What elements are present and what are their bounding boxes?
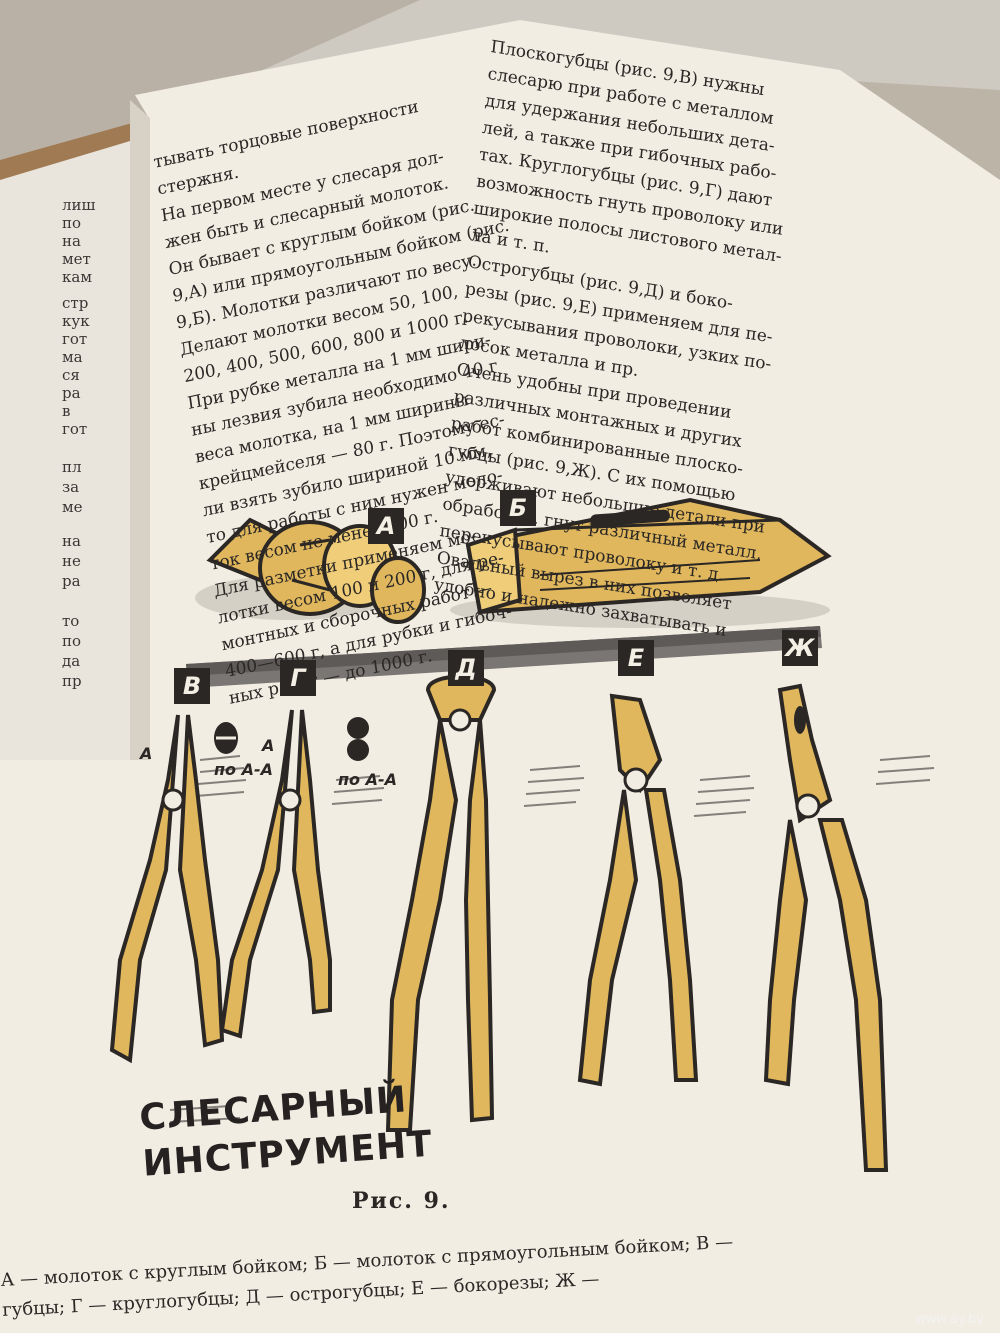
watermark: www.ay.by bbox=[915, 1312, 984, 1327]
hammer-round-head bbox=[195, 517, 426, 624]
fragment-line: кук bbox=[62, 312, 90, 330]
pliers-flat-nose bbox=[109, 714, 238, 1064]
side-cutters bbox=[577, 693, 699, 1087]
pliers-round-nose bbox=[219, 709, 369, 1039]
wall bbox=[0, 0, 420, 160]
fragment-line: ма bbox=[62, 348, 83, 366]
page-shadow bbox=[130, 100, 150, 760]
fragment-line: то bbox=[62, 612, 80, 630]
hammer-square-head bbox=[450, 497, 832, 628]
label-g: Г bbox=[280, 660, 316, 696]
label-bar bbox=[186, 626, 822, 688]
fragment-line: на bbox=[62, 532, 81, 550]
section-label: по А-А bbox=[338, 770, 398, 789]
fragment-line: на bbox=[62, 232, 81, 250]
fragment-line: по bbox=[62, 214, 82, 232]
fragment-line: пл bbox=[62, 458, 82, 476]
section-label: по А-А bbox=[214, 760, 274, 779]
fragment-line: кам bbox=[62, 268, 92, 286]
section-marker: А bbox=[140, 744, 153, 763]
fragment-line: лиш bbox=[62, 196, 96, 214]
label-d: Д bbox=[448, 650, 484, 686]
main-page bbox=[0, 20, 1000, 1333]
fragment-line: ме bbox=[62, 498, 83, 516]
label-v: В bbox=[174, 668, 210, 704]
fragment-line: ся bbox=[62, 366, 80, 384]
label-b: Б bbox=[500, 490, 536, 526]
fragment-line: стр bbox=[62, 294, 89, 312]
fragment-line: гот bbox=[62, 330, 88, 348]
left-page bbox=[0, 135, 150, 760]
fragment-line: в bbox=[62, 402, 71, 420]
label-a: А bbox=[368, 508, 404, 544]
fragment-line: ра bbox=[62, 572, 81, 590]
right-text-column: Плоскогубцы (рис. 9,В) нужны слесарю при… bbox=[433, 34, 812, 649]
figure-caption-title: Рис. 9. bbox=[352, 1188, 451, 1214]
section-marker: А bbox=[262, 736, 275, 755]
fragment-line: мет bbox=[62, 250, 91, 268]
pliers-combination bbox=[763, 683, 889, 1172]
fragment-line: за bbox=[62, 478, 80, 496]
nippers-end-cutting bbox=[385, 674, 497, 1132]
fragment-line: пр bbox=[62, 672, 82, 690]
label-zh: Ж bbox=[782, 630, 818, 666]
illustration-title: СЛЕСАРНЫЙ ИНСТРУМЕНТ bbox=[138, 1079, 434, 1185]
hatching-shadows bbox=[169, 755, 935, 1123]
fragment-line: гот bbox=[62, 420, 88, 438]
fragment-line: по bbox=[62, 632, 82, 650]
fragment-line: ра bbox=[62, 384, 81, 402]
fragment-line: не bbox=[62, 552, 81, 570]
label-e: Е bbox=[618, 640, 654, 676]
fragment-line: да bbox=[62, 652, 81, 670]
